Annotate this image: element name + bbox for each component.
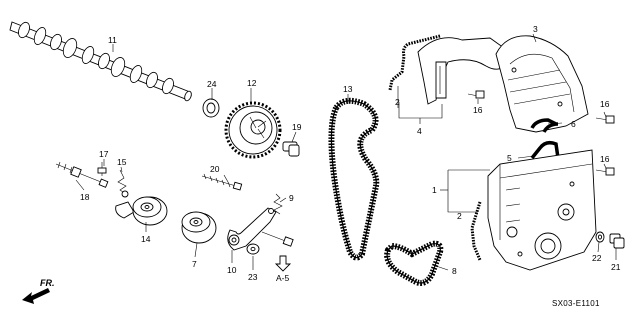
callout-22: 22 <box>592 253 602 263</box>
washer <box>97 162 107 176</box>
flange-bolt <box>609 233 625 249</box>
lower-cover-seal <box>470 201 482 261</box>
callout-7: 7 <box>192 259 197 269</box>
lower-timing-cover <box>487 149 597 271</box>
cover-gasket-upper <box>530 118 559 133</box>
section-ref-arrow-icon <box>274 255 292 272</box>
adjusting-bolt <box>261 231 294 247</box>
callout-6: 6 <box>571 119 576 129</box>
callout-21: 21 <box>611 262 621 272</box>
cover-bolt-left <box>467 90 485 99</box>
pulley-bolt <box>282 141 300 157</box>
callout-12: 12 <box>247 78 257 88</box>
adjusting-arm <box>227 207 277 251</box>
callout-8: 8 <box>452 266 457 276</box>
callout-18: 18 <box>80 192 90 202</box>
callout-15: 15 <box>117 157 127 167</box>
callout-3: 3 <box>533 24 538 34</box>
callout-11: 11 <box>108 35 117 45</box>
leader-lines <box>75 33 617 271</box>
callout-16-left: 16 <box>473 105 483 115</box>
callout-2-upper: 2 <box>395 97 400 107</box>
grommet <box>595 231 605 243</box>
callout-5: 5 <box>507 153 512 163</box>
upper-timing-cover <box>495 35 589 133</box>
timing-belt-tensioner <box>115 196 168 226</box>
idler-pulley <box>181 211 217 244</box>
callout-4: 4 <box>417 126 422 136</box>
front-direction-arrow-icon <box>22 288 50 304</box>
flat-washer <box>246 243 260 255</box>
callout-16-upper-right: 16 <box>600 99 610 109</box>
callout-19: 19 <box>292 122 302 132</box>
callout-10: 10 <box>227 265 237 275</box>
callout-1: 1 <box>432 185 437 195</box>
cover-bolt-lower-right <box>595 167 615 176</box>
cover-gasket-lower <box>530 140 560 160</box>
camshaft-pulley <box>224 101 282 159</box>
callout-labels: 11 24 12 19 17 15 20 18 9 14 7 10 23 A-5… <box>40 24 621 308</box>
callout-20: 20 <box>210 164 220 174</box>
cover-bolt-upper-right <box>595 115 615 124</box>
adjuster-spring <box>273 193 283 215</box>
section-ref-label: A-5 <box>276 273 290 283</box>
callout-2-lower: 2 <box>457 211 462 221</box>
stud-bolt <box>201 173 243 191</box>
middle-cover <box>417 37 509 105</box>
tensioner-stud <box>55 161 109 188</box>
tensioner-spring <box>117 169 129 198</box>
callout-23: 23 <box>248 272 258 282</box>
callout-14: 14 <box>141 234 151 244</box>
reference-code: SX03-E1101 <box>552 299 600 308</box>
balancer-belt <box>384 240 444 286</box>
callout-17: 17 <box>99 149 109 159</box>
upper-cover-seal <box>388 34 441 91</box>
callout-16-lower-right: 16 <box>600 154 610 164</box>
camshaft <box>9 21 192 102</box>
callout-13: 13 <box>343 84 353 94</box>
callout-9: 9 <box>289 193 294 203</box>
callout-24: 24 <box>207 79 217 89</box>
timing-belt <box>328 97 380 261</box>
direction-label: FR. <box>40 278 55 288</box>
oil-seal <box>202 98 220 118</box>
